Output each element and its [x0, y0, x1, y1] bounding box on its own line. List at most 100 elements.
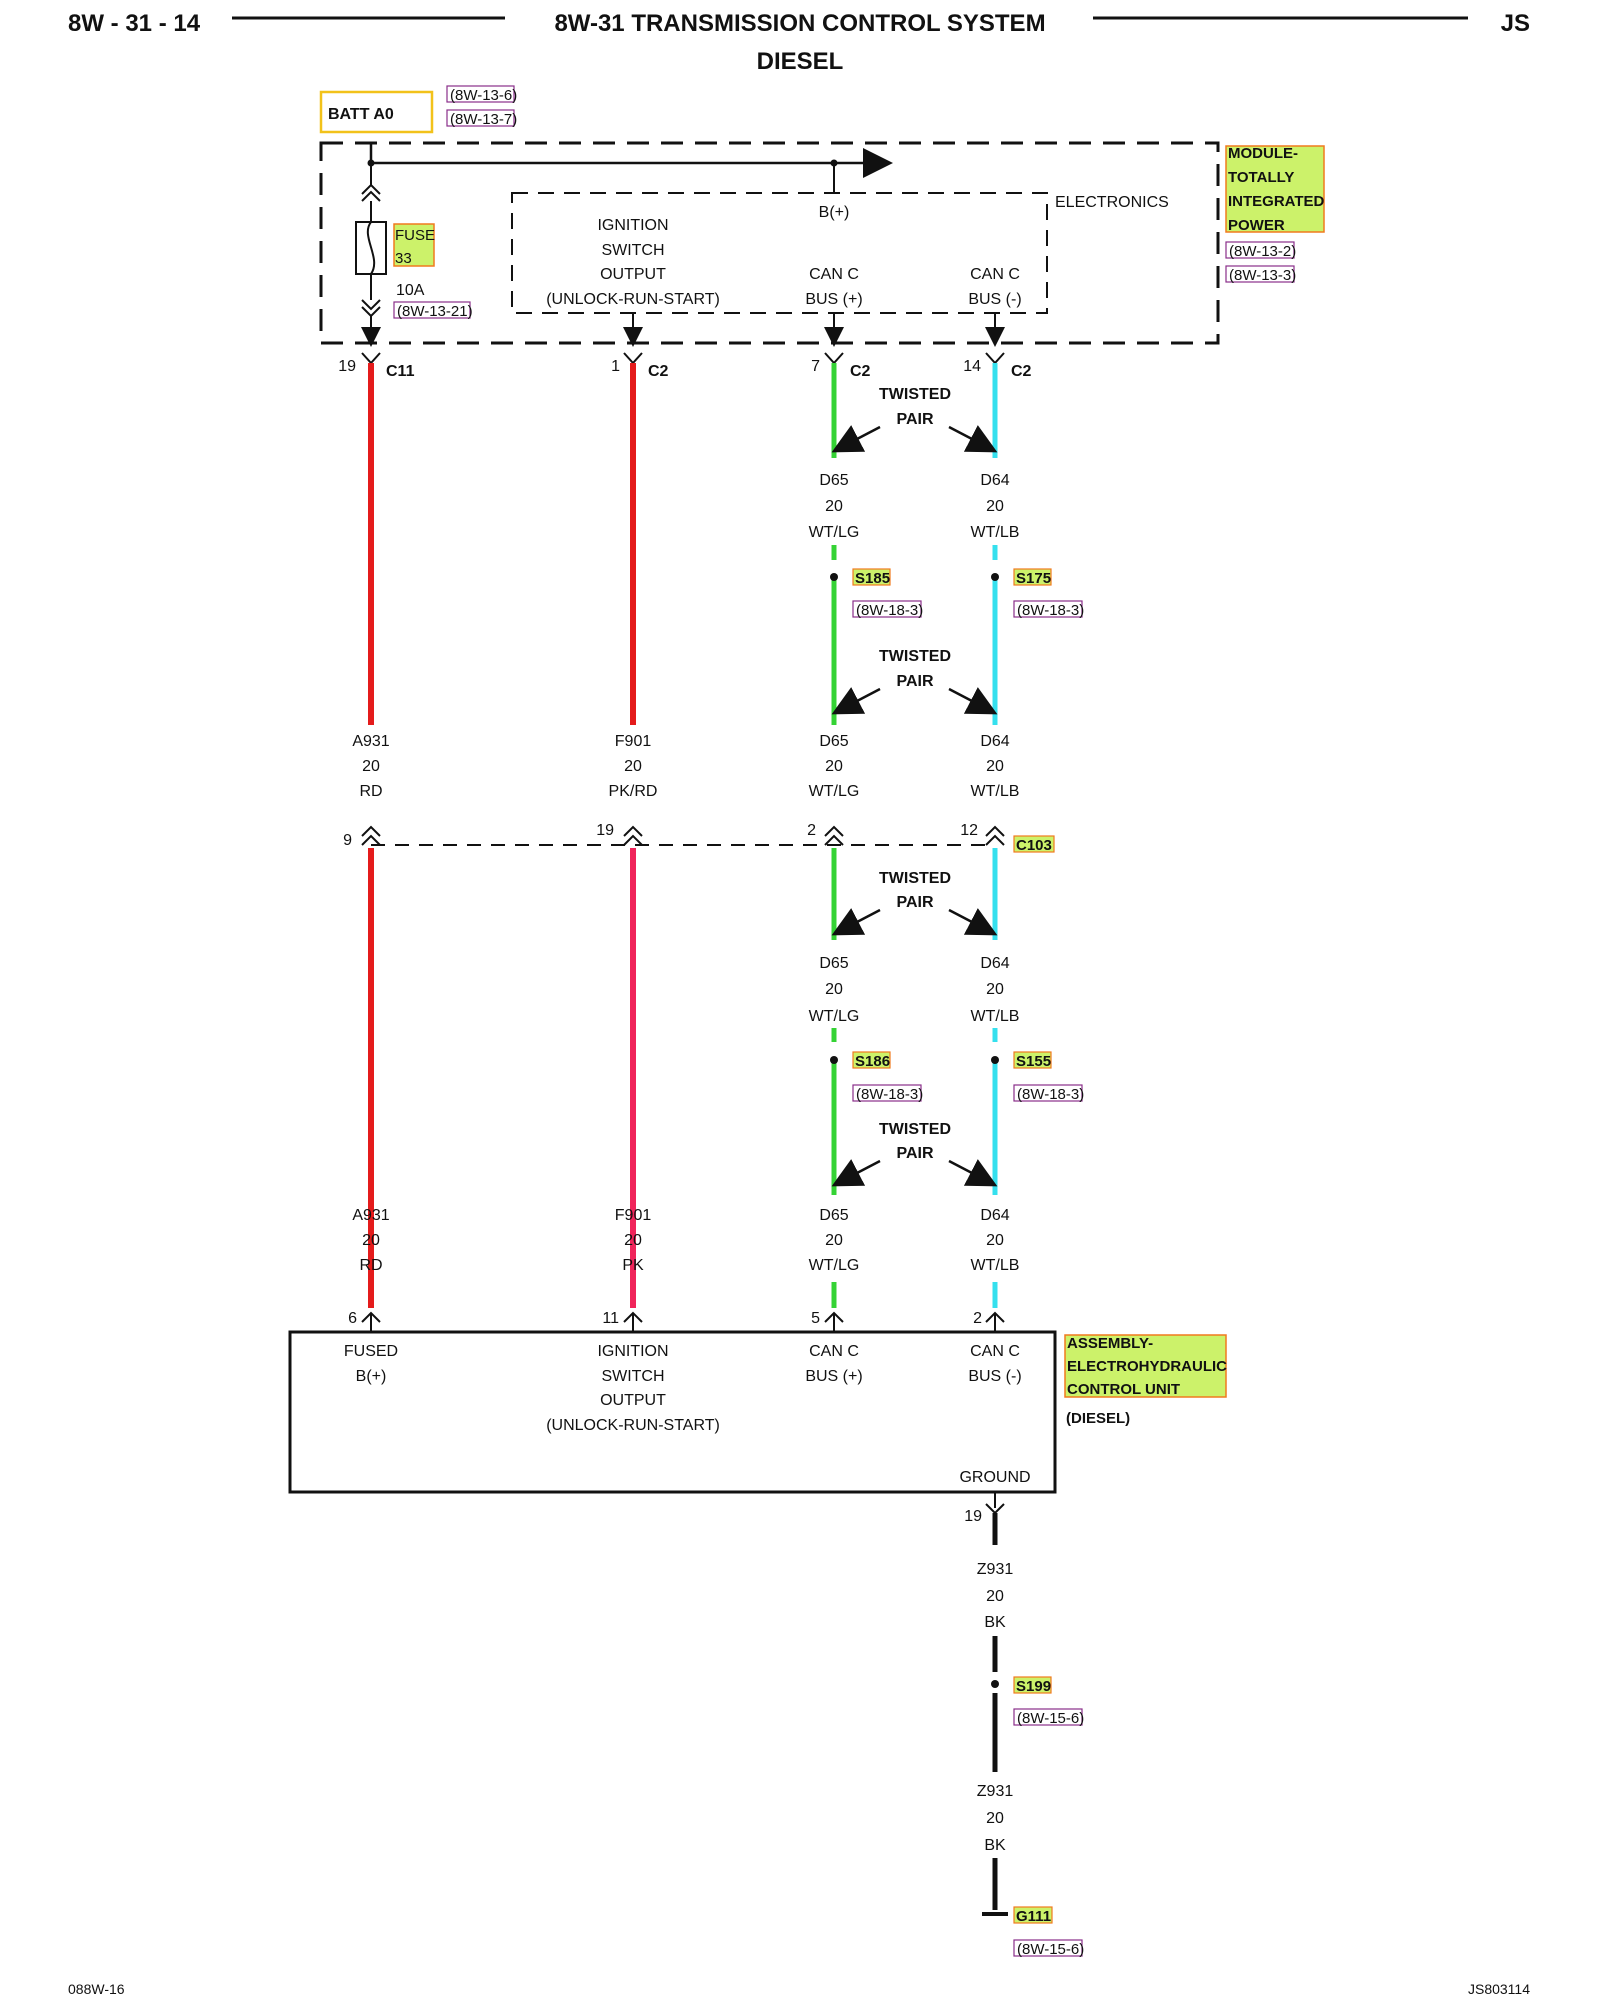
- top-pin-1: 19: [338, 358, 356, 375]
- wire-label-f901-2-gauge: 20: [624, 1232, 642, 1249]
- wire-label-d65-4-color: WT/LG: [809, 1257, 860, 1274]
- assembly-name-box: [1064, 1334, 1227, 1398]
- bottom-pin-4: 2: [973, 1310, 982, 1327]
- batt-box: [319, 90, 434, 134]
- wire-label-d65-3-circuit: D65: [819, 955, 848, 972]
- fuse-number: 33: [395, 250, 412, 267]
- assembly-variant: (DIESEL): [1066, 1410, 1130, 1427]
- module-name-line-2: TOTALLY: [1228, 169, 1294, 186]
- wire-label-d64-3-gauge: 20: [986, 981, 1004, 998]
- splice-s155-ref: (8W-18-3): [1017, 1086, 1084, 1103]
- twisted-pair-3a: TWISTED: [879, 870, 951, 887]
- splice-s186-label: S186: [855, 1053, 890, 1070]
- page-title: 8W-31 TRANSMISSION CONTROL SYSTEM: [554, 10, 1045, 37]
- module-name-box: [1225, 145, 1325, 233]
- splice-s185-dot: [830, 573, 838, 581]
- wire-label-d65-1-color: WT/LG: [809, 524, 860, 541]
- twisted-pair-4a: TWISTED: [879, 1121, 951, 1138]
- splice-s199-dot: [991, 1680, 999, 1688]
- module-name-line-4: POWER: [1228, 217, 1285, 234]
- bottom-pin-1: 6: [348, 1310, 357, 1327]
- assembly-box: [288, 1330, 1057, 1494]
- splice-s175-dot: [991, 573, 999, 581]
- page-code-right: JS: [1501, 10, 1530, 37]
- splice-s155-label: S155: [1016, 1053, 1051, 1070]
- wire-label-d65-1-circuit: D65: [819, 472, 848, 489]
- batt-ref-2: (8W-13-7): [450, 111, 517, 128]
- splice-s186-dot: [830, 1056, 838, 1064]
- assembly-name-line-1: ASSEMBLY-: [1067, 1335, 1153, 1352]
- module-output-canm-1: CAN C: [970, 266, 1020, 283]
- wire-label-f901-2-color: PK: [622, 1257, 644, 1274]
- wire-label-d64-2-gauge: 20: [986, 758, 1004, 775]
- wire-label-d64-2-circuit: D64: [980, 733, 1009, 750]
- splice-s186-ref: (8W-18-3): [856, 1086, 923, 1103]
- splice-s199-ref: (8W-15-6): [1017, 1710, 1084, 1727]
- c103-label: C103: [1016, 837, 1052, 854]
- bottom-pin-2: 11: [602, 1310, 619, 1327]
- module-ref-1: (8W-13-2): [1229, 243, 1296, 260]
- wire-label-d65-2-circuit: D65: [819, 733, 848, 750]
- electronics-label: ELECTRONICS: [1055, 194, 1169, 211]
- wire-label-a931-2-color: RD: [359, 1257, 382, 1274]
- electronics-boundary: [511, 192, 1048, 314]
- module-output-canm-2: BUS (-): [968, 291, 1021, 308]
- bottom-pin-3: 5: [811, 1310, 820, 1327]
- twisted-pair-2a: TWISTED: [879, 648, 951, 665]
- assembly-input-2-d: (UNLOCK-RUN-START): [546, 1417, 720, 1434]
- twisted-pair-1b: PAIR: [896, 411, 933, 428]
- splice-s155-dot: [991, 1056, 999, 1064]
- twisted-pair-4b: PAIR: [896, 1145, 933, 1162]
- wire-label-d64-2-color: WT/LB: [971, 783, 1020, 800]
- wire-label-d65-2-gauge: 20: [825, 758, 843, 775]
- top-conn-4: C2: [1011, 363, 1032, 380]
- batt-ref-1: (8W-13-6): [450, 87, 517, 104]
- wire-label-d64-1-gauge: 20: [986, 498, 1004, 515]
- module-output-ign-2: SWITCH: [601, 242, 664, 259]
- footer-left: 088W-16: [68, 1981, 125, 1997]
- assembly-input-3-a: CAN C: [809, 1343, 859, 1360]
- module-output-canp-1: CAN C: [809, 266, 859, 283]
- wire-label-d64-4-color: WT/LB: [971, 1257, 1020, 1274]
- wire-label-a931-2-gauge: 20: [362, 1232, 380, 1249]
- module-output-ign-1: IGNITION: [597, 217, 668, 234]
- wire-label-d64-4-circuit: D64: [980, 1207, 1009, 1224]
- module-output-ign-4: (UNLOCK-RUN-START): [546, 291, 720, 308]
- fuse-ref: (8W-13-21): [397, 303, 473, 320]
- assembly-input-2-c: OUTPUT: [600, 1392, 666, 1409]
- twisted-pair-2b: PAIR: [896, 673, 933, 690]
- top-pin-2: 1: [611, 358, 620, 375]
- wire-label-d65-2-color: WT/LG: [809, 783, 860, 800]
- wire-label-d64-3-color: WT/LB: [971, 1008, 1020, 1025]
- splice-s175-label: S175: [1016, 570, 1051, 587]
- wire-label-a931-1-color: RD: [359, 783, 382, 800]
- splice-s185-ref: (8W-18-3): [856, 602, 923, 619]
- module-ref-2: (8W-13-3): [1229, 267, 1296, 284]
- wire-label-z931-1-gauge: 20: [986, 1588, 1004, 1605]
- assembly-input-3-b: BUS (+): [805, 1368, 862, 1385]
- wire-label-d65-3-gauge: 20: [825, 981, 843, 998]
- wire-label-d64-4-gauge: 20: [986, 1232, 1004, 1249]
- wire-label-z931-2-circuit: Z931: [977, 1783, 1014, 1800]
- wire-label-d65-3-color: WT/LG: [809, 1008, 860, 1025]
- wire-label-a931-2-circuit: A931: [352, 1207, 389, 1224]
- module-name-line-3: INTEGRATED: [1228, 193, 1325, 210]
- wire-label-z931-2-color: BK: [984, 1837, 1006, 1854]
- wire-label-d64-3-circuit: D64: [980, 955, 1009, 972]
- module-name-line-1: MODULE-: [1228, 145, 1298, 162]
- splice-s185-label: S185: [855, 570, 890, 587]
- ground-pin: 19: [964, 1508, 982, 1525]
- assembly-input-4-a: CAN C: [970, 1343, 1020, 1360]
- wire-label-a931-1-circuit: A931: [352, 733, 389, 750]
- c103-pin-4: 12: [960, 822, 978, 839]
- assembly-input-1-a: FUSED: [344, 1343, 398, 1360]
- wire-label-z931-2-gauge: 20: [986, 1810, 1004, 1827]
- batt-label: BATT A0: [328, 106, 394, 123]
- wire-label-f901-2-circuit: F901: [615, 1207, 652, 1224]
- wire-label-z931-1-circuit: Z931: [977, 1561, 1014, 1578]
- wire-label-a931-1-gauge: 20: [362, 758, 380, 775]
- wire-label-d64-1-color: WT/LB: [971, 524, 1020, 541]
- top-pin-4: 14: [963, 358, 981, 375]
- top-pin-3: 7: [811, 358, 820, 375]
